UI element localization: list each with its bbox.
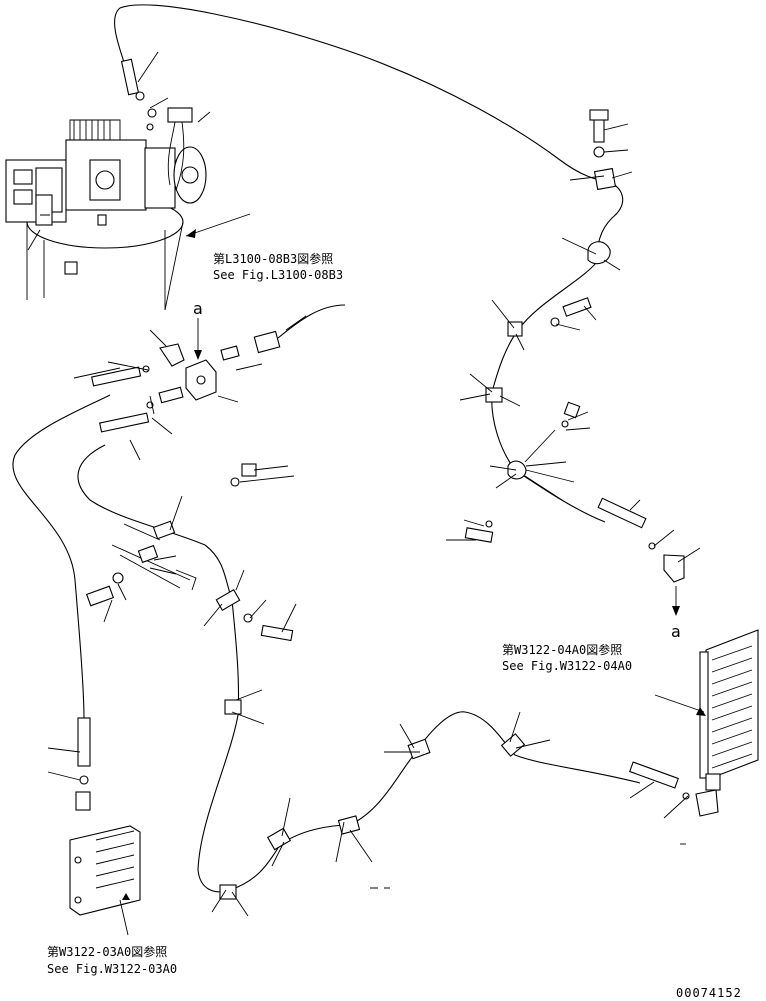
hose-bottom-run bbox=[229, 711, 641, 891]
distributor-block-right bbox=[654, 629, 759, 791]
distributor-block-left bbox=[69, 717, 141, 936]
marker-a-top: a bbox=[193, 299, 203, 318]
drawing-number: 00074152 bbox=[676, 986, 742, 1000]
hose-left-long bbox=[12, 394, 111, 721]
reference-bottom-left-jp: 第W3122-03A0図参照 bbox=[47, 945, 168, 959]
hose-routes bbox=[12, 4, 641, 893]
reference-bottom-left-en: See Fig.W3122-03A0 bbox=[47, 962, 178, 976]
marker-a-right: a bbox=[671, 622, 681, 641]
hose-top-arc bbox=[114, 4, 611, 183]
clamp-group-left bbox=[85, 463, 526, 900]
pump-assembly bbox=[5, 107, 207, 311]
reference-top-jp: 第L3100-08B3図参照 bbox=[213, 252, 334, 266]
hose-center-loop bbox=[77, 444, 240, 893]
center-block-fittings bbox=[91, 58, 346, 433]
annotation-lines bbox=[175, 569, 686, 889]
clamp-group-right bbox=[464, 109, 719, 817]
leader-lines bbox=[47, 51, 701, 917]
reference-right-jp: 第W3122-04A0図参照 bbox=[502, 643, 623, 657]
reference-top-en: See Fig.L3100-08B3 bbox=[213, 268, 344, 282]
hose-right-down bbox=[491, 181, 624, 471]
reference-right-en: See Fig.W3122-04A0 bbox=[502, 659, 633, 673]
